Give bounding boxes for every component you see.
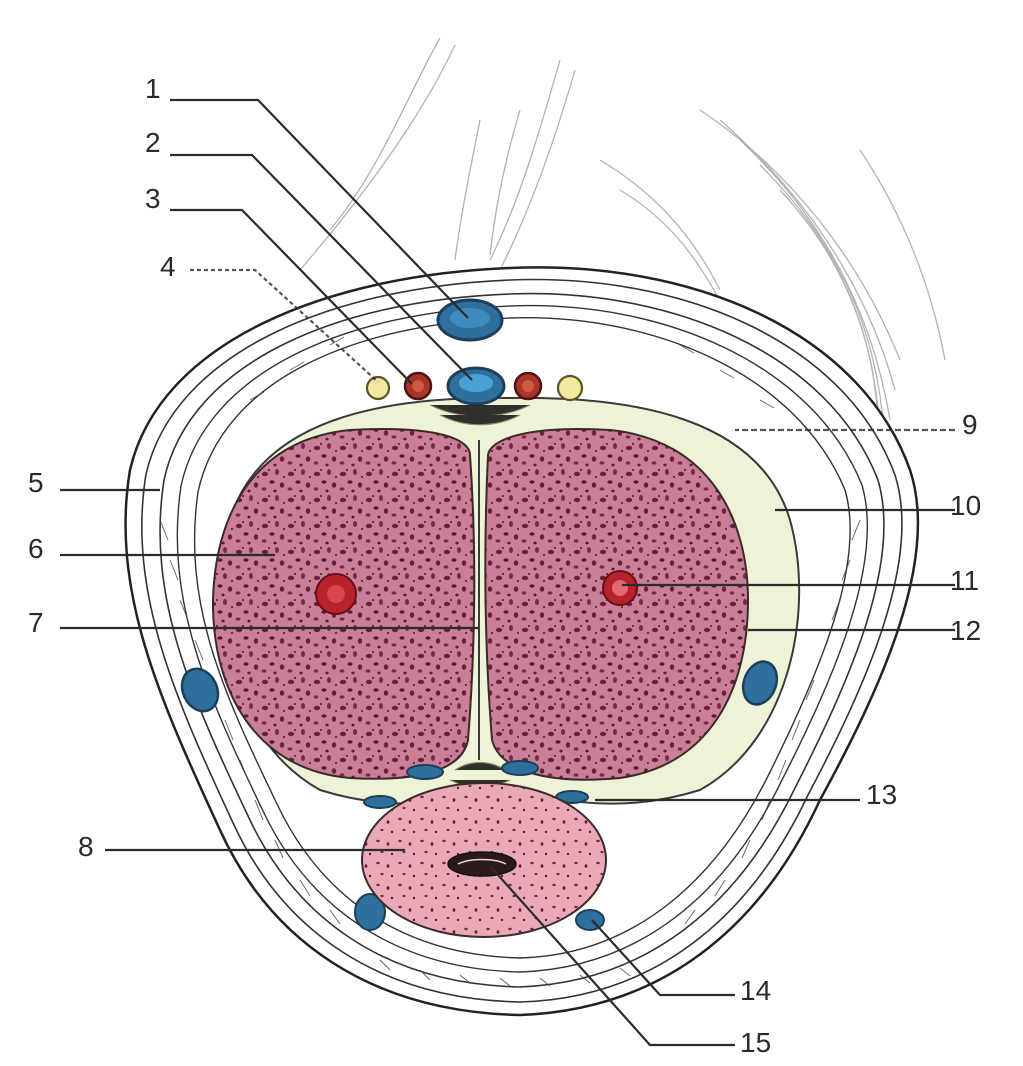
label-6: 6	[28, 533, 44, 564]
dorsal-nerve-icon	[367, 377, 389, 399]
label-9: 9	[962, 409, 978, 440]
label-13: 13	[866, 779, 897, 810]
label-14: 14	[740, 975, 771, 1006]
label-8: 8	[78, 831, 94, 862]
label-5: 5	[28, 467, 44, 498]
label-10: 10	[950, 490, 981, 521]
corpus-spongiosum	[362, 783, 606, 937]
label-15: 15	[740, 1027, 771, 1058]
dorsal-nerve-icon	[558, 376, 582, 400]
label-12: 12	[950, 615, 981, 646]
label-7: 7	[28, 607, 44, 638]
label-3: 3	[145, 183, 161, 214]
label-2: 2	[145, 127, 161, 158]
label-1: 1	[145, 73, 161, 104]
label-4: 4	[160, 251, 176, 282]
label-11: 11	[950, 565, 979, 596]
